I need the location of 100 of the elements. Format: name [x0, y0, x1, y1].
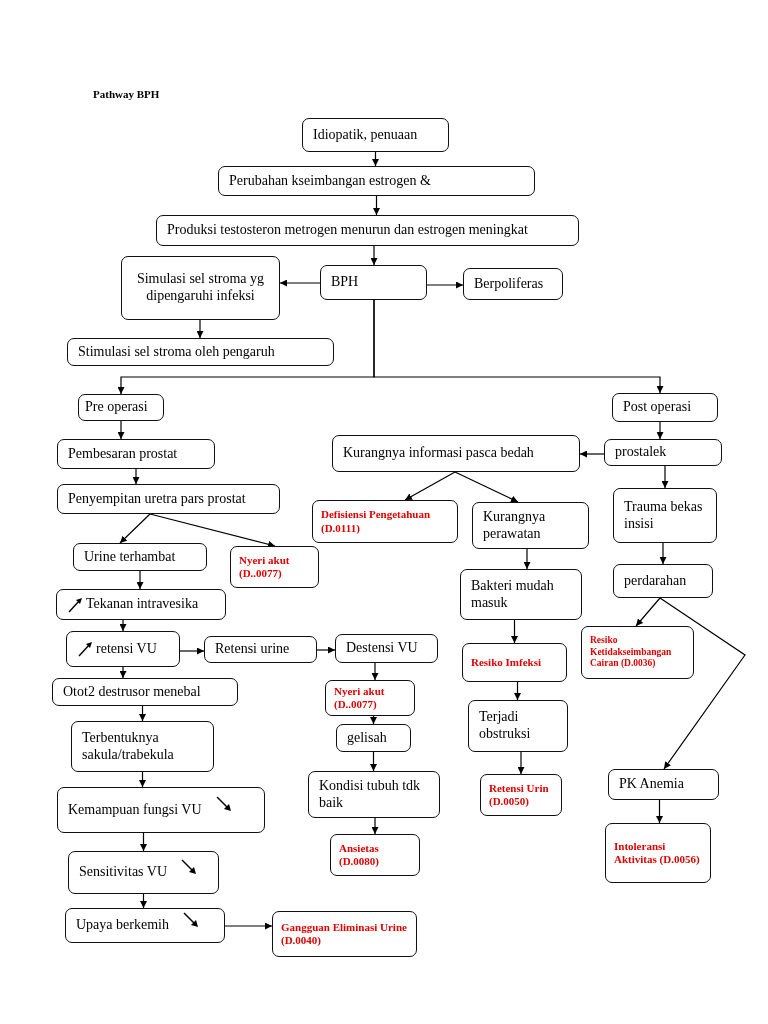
diagnosis-box: [325, 680, 415, 716]
process-box: [308, 771, 440, 818]
process-box: [52, 678, 238, 706]
arrow: [373, 195, 380, 216]
arrow: [659, 597, 746, 770]
process-box: [472, 502, 589, 549]
diagnosis-box: [312, 500, 458, 543]
arrow: [139, 705, 146, 722]
box-label: Resiko Ketidakseimbangan Cairan (D.0036): [590, 635, 673, 670]
diagnosis-box: [605, 823, 711, 883]
process-box: [204, 636, 317, 663]
arrow: [196, 319, 204, 339]
process-box: [302, 118, 449, 152]
arrow: [370, 715, 377, 725]
process-box: [613, 564, 713, 598]
box-label: BPH: [331, 274, 359, 291]
box-label: Pembesaran prostat: [68, 445, 178, 463]
arrow: [139, 771, 146, 788]
box-label: perdarahan: [624, 572, 687, 590]
process-box: [57, 787, 265, 833]
diagnosis-box: [480, 774, 562, 816]
arrow: [119, 513, 151, 544]
arrow: [370, 751, 377, 772]
box-label: Nyeri akut (D..0077): [334, 684, 386, 712]
arrow: [404, 471, 456, 501]
arrow: [454, 471, 519, 503]
arrow: [426, 281, 464, 289]
arrow: [316, 646, 336, 654]
process-box: [66, 631, 180, 667]
process-box: [121, 256, 280, 320]
box-label: Retensi urine: [215, 641, 290, 658]
arrow: [661, 465, 669, 489]
process-box: [468, 700, 568, 752]
box-label: Bakteri mudah masuk: [471, 577, 555, 612]
box-label: retensi VU: [96, 640, 157, 658]
box-label: Trauma bekas insisi: [624, 498, 704, 533]
process-box: [65, 908, 225, 943]
box-label: Defisiensi Pengetahuan (D.0111): [321, 508, 432, 535]
arrow: [224, 922, 273, 930]
arrow: [117, 420, 125, 440]
box-label: Retensi Urin (D.0050): [489, 781, 550, 809]
box-label: Pre operasi: [85, 399, 148, 416]
arrow: [373, 299, 664, 394]
box-label: Simulasi sel stroma yg dipengaruhi infeksi: [135, 271, 266, 305]
arrow: [523, 548, 531, 570]
arrow: [132, 468, 140, 485]
process-box: [613, 488, 717, 543]
arrow: [136, 570, 144, 590]
arrow: [659, 542, 667, 565]
process-box: [612, 393, 718, 422]
process-box: [68, 851, 219, 894]
process-box: [57, 439, 215, 469]
arrow: [656, 799, 663, 824]
process-box: [57, 484, 280, 514]
arrow: [140, 832, 147, 852]
box-label: Resiko Imfeksi: [471, 655, 541, 670]
process-box: [320, 265, 427, 300]
box-label: Urine terhambat: [84, 548, 176, 566]
diagnosis-box: [330, 834, 420, 876]
process-box: [335, 634, 438, 663]
arrow: [635, 597, 661, 627]
process-box: [460, 569, 582, 620]
box-label: Otot2 destrusor menebal: [63, 683, 201, 701]
box-label: Post operasi: [623, 399, 692, 416]
box-label: Ansietas (D.0080): [339, 841, 381, 869]
arrow: [517, 751, 525, 775]
arrow: [179, 647, 205, 655]
box-label: Produksi testosteron metrogen menurun dan estrogen meningkat: [167, 222, 528, 239]
diagnosis-box: [272, 911, 417, 957]
box-label: Idiopatik, penuaan: [313, 126, 418, 144]
box-label: prostalek: [615, 444, 667, 461]
arrow: [579, 450, 605, 458]
process-box: [608, 769, 719, 800]
arrow: [372, 151, 379, 167]
arrow: [119, 666, 127, 679]
process-box: [218, 166, 535, 196]
box-label: Intoleransi Aktivitas (D.0056): [614, 839, 701, 867]
box-label: PK Anemia: [619, 776, 684, 793]
box-label: Upaya berkemih: [76, 917, 169, 934]
process-box: [463, 268, 563, 300]
process-box: [67, 338, 334, 366]
process-box: [78, 394, 164, 421]
box-label: Stimulasi sel stroma oleh pengaruh: [78, 343, 275, 361]
process-box: [156, 215, 579, 246]
box-label: Berpoliferas: [474, 275, 544, 293]
arrow: [149, 513, 276, 548]
process-box: [56, 589, 226, 620]
process-box: [71, 721, 214, 772]
box-label: Kurangnya perawatan: [483, 508, 547, 543]
process-box: [73, 543, 207, 571]
box-label: Perubahan kseimbangan estrogen &: [229, 172, 431, 190]
box-label: Kemampuan fungsi VU: [68, 801, 202, 819]
box-label: Terbentuknya sakula/trabekula: [82, 729, 175, 764]
box-label: Penyempitan uretra pars prostat: [68, 490, 246, 508]
diagnosis-box: [462, 643, 567, 682]
diagnosis-box: [581, 626, 694, 679]
box-label: Kurangnya informasi pasca bedah: [343, 445, 534, 462]
arrow: [279, 279, 321, 287]
box-label: Destensi VU: [346, 640, 418, 657]
arrow: [514, 681, 521, 701]
